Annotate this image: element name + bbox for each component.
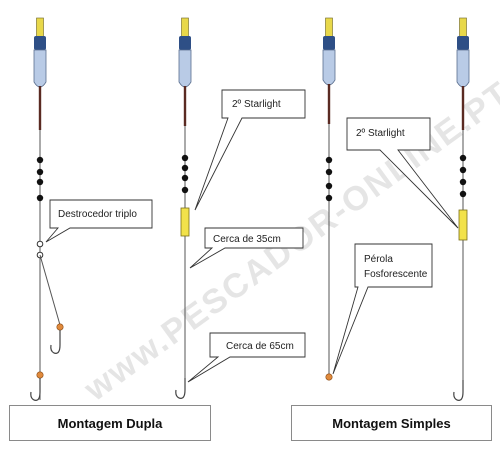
float-stem [183, 86, 187, 126]
callout-destrocedor-label: Destrocedor triplo [58, 209, 137, 220]
shot-weight [459, 166, 467, 174]
float-stem [327, 84, 331, 124]
shot-weight [36, 156, 44, 164]
float-antenna [325, 17, 333, 39]
callout-perola: Pérola Fosforescente [332, 243, 433, 375]
float-body [178, 49, 192, 88]
bead-orange [325, 373, 333, 381]
callout-perola-label-1: Pérola [364, 254, 393, 265]
shot-weight [181, 186, 189, 194]
caption-montagem-simples: Montagem Simples [291, 405, 492, 441]
float-antenna [36, 17, 44, 39]
float-collar [179, 36, 191, 50]
starlight-tube [180, 207, 190, 237]
float-body [456, 49, 470, 88]
shot-weight [325, 194, 333, 202]
rig-dupla-left [30, 17, 64, 401]
bead-orange [56, 323, 64, 331]
callout-cerca65-label: Cerca de 65cm [226, 341, 294, 352]
shot-weight [459, 190, 467, 198]
callout-starlight-dupla-label: 2º Starlight [232, 99, 281, 110]
callout-starlight-dupla: 2º Starlight [194, 89, 306, 211]
shot-weight [181, 164, 189, 172]
callout-cerca35-label: Cerca de 35cm [213, 234, 281, 245]
callout-perola-label-2: Fosforescente [364, 269, 428, 280]
rig-simples-right [453, 17, 470, 401]
shot-weight [325, 182, 333, 190]
shot-weight [459, 154, 467, 162]
starlight-tube [458, 209, 468, 241]
float-body [33, 49, 47, 88]
callout-cerca35: Cerca de 35cm [189, 227, 304, 269]
bead-orange [36, 371, 44, 379]
float-collar [34, 36, 46, 50]
callout-starlight-simples: 2º Starlight [346, 117, 459, 229]
callout-starlight-simples-label: 2º Starlight [356, 128, 405, 139]
shot-weight [325, 156, 333, 164]
rig-dupla-right [175, 17, 192, 399]
hook-icon [50, 330, 61, 354]
float-collar [323, 36, 335, 50]
shot-weight [459, 178, 467, 186]
shot-weight [36, 194, 44, 202]
rig-simples-left [322, 17, 336, 381]
float-stem [461, 86, 465, 130]
float-body [322, 49, 336, 86]
float-antenna [181, 17, 189, 39]
shot-weight [325, 168, 333, 176]
float-collar [457, 36, 469, 50]
caption-montagem-dupla: Montagem Dupla [9, 405, 211, 441]
callout-destrocedor: Destrocedor triplo [45, 199, 153, 243]
shot-weight [36, 178, 44, 186]
float-antenna [459, 17, 467, 39]
hook-icon [175, 378, 186, 399]
hook-icon [30, 378, 41, 401]
caption-montagem-simples-label: Montagem Simples [332, 415, 451, 431]
shot-weight [36, 168, 44, 176]
hook-icon [453, 380, 464, 401]
swivel-ring [36, 240, 44, 248]
shot-weight [181, 154, 189, 162]
float-stem [38, 86, 42, 130]
shot-weight [181, 174, 189, 182]
caption-montagem-dupla-label: Montagem Dupla [57, 415, 163, 431]
callout-cerca65: Cerca de 65cm [187, 332, 306, 383]
